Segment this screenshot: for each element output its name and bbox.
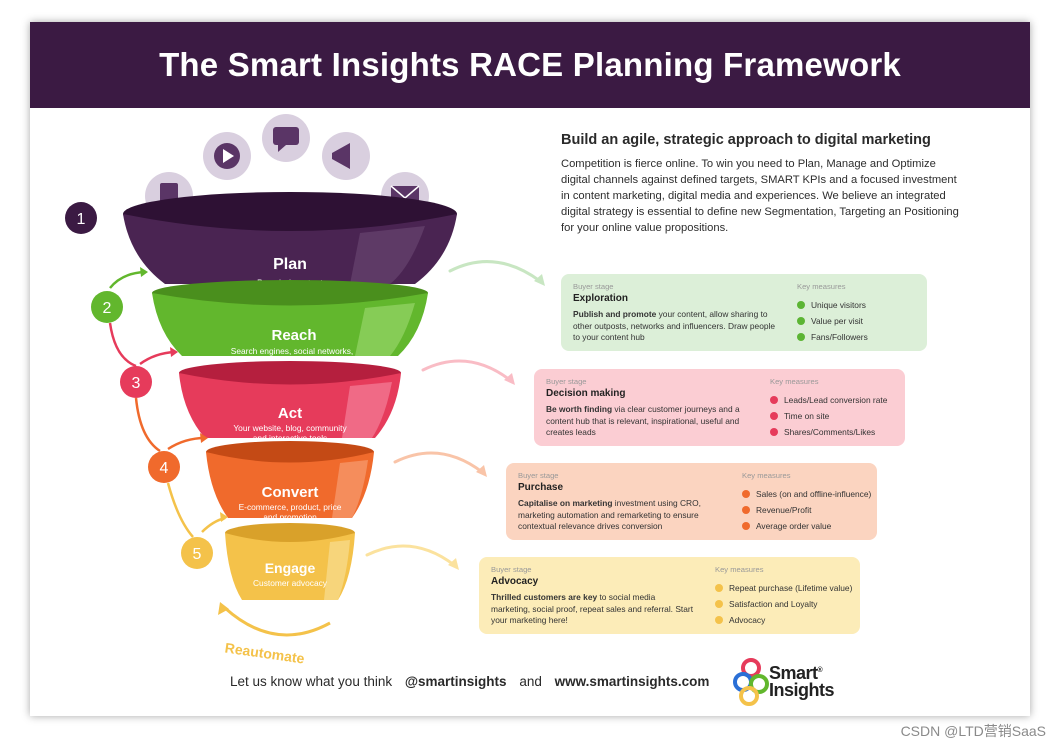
key-measures-list: Repeat purchase (Lifetime value) Satisfa… — [715, 580, 852, 628]
funnel-sub-act-2: and interactive tools — [253, 433, 328, 443]
stage-name: Decision making — [546, 388, 626, 399]
funnel-label-convert: Convert — [262, 484, 319, 501]
step-4-circle — [148, 451, 180, 483]
header-banner: The Smart Insights RACE Planning Framewo… — [30, 22, 1030, 108]
page-title: The Smart Insights RACE Planning Framewo… — [159, 46, 901, 83]
twitter-handle-link[interactable]: @smartinsights — [404, 674, 507, 689]
key-measures-list: Leads/Lead conversion rate Time on site … — [770, 392, 887, 440]
race-funnel-diagram: Plan Branded content Reach Search engine… — [65, 114, 545, 667]
measure-item: Shares/Comments/Likes — [770, 424, 887, 440]
funnel-label-act: Act — [278, 405, 302, 422]
stage-description: Be worth finding via clear customer jour… — [546, 404, 740, 437]
stage-description: Capitalise on marketing investment using… — [518, 498, 701, 531]
step-3-circle — [120, 366, 152, 398]
logo-wordmark: Smart®Insights — [769, 663, 835, 700]
measure-item: Revenue/Profit — [742, 502, 871, 518]
svg-text:5: 5 — [193, 546, 202, 563]
key-measures-label: Key measures — [715, 565, 764, 574]
bullet-dot — [715, 600, 723, 608]
stage-name: Purchase — [518, 482, 564, 493]
infographic-page: The Smart Insights RACE Planning Framewo… — [30, 22, 1030, 716]
bullet-dot — [715, 616, 723, 624]
funnel-layer-reach: Reach Search engines, social networks, p… — [152, 280, 428, 366]
funnel-sub-convert-1: E-commerce, product, price — [239, 502, 342, 512]
stage-description: Publish and promote your content, allow … — [573, 309, 776, 342]
step-arrows — [108, 267, 331, 637]
footer-cta: Let us know what you think @smartinsight… — [230, 674, 718, 689]
bullet-dot — [715, 584, 723, 592]
svg-text:2: 2 — [103, 300, 112, 317]
funnel-layer-engage: Engage Customer advocacy — [225, 523, 355, 600]
stage-description: Thrilled customers are key to social med… — [491, 592, 694, 625]
stage-card-advocacy: Buyer stage Advocacy Thrilled customers … — [479, 557, 860, 634]
measure-item: Advocacy — [715, 612, 852, 628]
bullet-dot — [742, 506, 750, 514]
stage-card-exploration: Buyer stage Exploration Publish and prom… — [561, 274, 927, 351]
measure-item: Value per visit — [797, 313, 868, 329]
bullet-dot — [770, 396, 778, 404]
smart-insights-logo: Smart®Insights — [733, 658, 843, 706]
step-2-circle — [91, 291, 123, 323]
key-measures-label: Key measures — [742, 471, 791, 480]
funnel-label-reach: Reach — [271, 327, 316, 344]
footer-and: and — [519, 674, 542, 689]
measure-item: Repeat purchase (Lifetime value) — [715, 580, 852, 596]
watermark: CSDN @LTD营销SaaS — [900, 723, 1046, 739]
measure-item: Unique visitors — [797, 297, 868, 313]
step-1-circle — [65, 202, 97, 234]
funnel-label-engage: Engage — [265, 560, 316, 576]
funnel-sub-act-1: Your website, blog, community — [233, 423, 347, 433]
bullet-dot — [797, 301, 805, 309]
logo-mark-icon — [733, 658, 769, 706]
key-measures-label: Key measures — [797, 282, 846, 291]
footer-prompt: Let us know what you think — [230, 674, 393, 689]
key-measures-list: Sales (on and offline-influence) Revenue… — [742, 486, 871, 534]
key-measures-list: Unique visitors Value per visit Fans/Fol… — [797, 297, 868, 345]
step-numbers: 1 2 3 4 5 — [65, 202, 213, 569]
stage-name: Exploration — [573, 293, 629, 304]
funnel-sub-engage: Customer advocacy — [253, 578, 328, 588]
buyer-stage-label: Buyer stage — [546, 377, 587, 386]
stage-card-purchase: Buyer stage Purchase Capitalise on marke… — [506, 463, 877, 540]
website-link[interactable]: www.smartinsights.com — [554, 674, 710, 689]
bullet-dot — [770, 412, 778, 420]
bullet-dot — [742, 522, 750, 530]
funnel-layer-act: Act Your website, blog, community and in… — [179, 361, 401, 443]
funnel-sub-reach-2: publishers and blogs — [254, 356, 331, 366]
svg-text:1: 1 — [77, 211, 86, 228]
card-connectors — [365, 260, 545, 570]
stage-card-decision-making: Buyer stage Decision making Be worth fin… — [534, 369, 905, 446]
buyer-stage-label: Buyer stage — [518, 471, 559, 480]
funnel-layer-plan: Plan Branded content — [123, 192, 457, 288]
intro-section: Build an agile, strategic approach to di… — [561, 132, 961, 236]
bullet-dot — [770, 428, 778, 436]
measure-item: Fans/Followers — [797, 329, 868, 345]
measure-item: Average order value — [742, 518, 871, 534]
funnel-sub-reach-1: Search engines, social networks, — [231, 346, 353, 356]
bullet-dot — [742, 490, 750, 498]
key-measures-label: Key measures — [770, 377, 819, 386]
intro-heading: Build an agile, strategic approach to di… — [561, 132, 931, 148]
funnel-label-plan: Plan — [273, 256, 307, 273]
reautomate-label: Reautomate — [224, 640, 306, 667]
buyer-stage-label: Buyer stage — [573, 282, 614, 291]
funnel-layer-convert: Convert E-commerce, product, price and p… — [206, 441, 374, 522]
bullet-dot — [797, 317, 805, 325]
buyer-stage-label: Buyer stage — [491, 565, 532, 574]
measure-item: Satisfaction and Loyalty — [715, 596, 852, 612]
funnel-sub-convert-2: and promotion — [263, 512, 317, 522]
intro-body: Competition is fierce online. To win you… — [561, 158, 959, 234]
step-5-circle — [181, 537, 213, 569]
svg-text:3: 3 — [132, 375, 141, 392]
bullet-dot — [797, 333, 805, 341]
measure-item: Leads/Lead conversion rate — [770, 392, 887, 408]
measure-item: Sales (on and offline-influence) — [742, 486, 871, 502]
svg-text:4: 4 — [160, 460, 169, 477]
stage-name: Advocacy — [491, 576, 539, 587]
measure-item: Time on site — [770, 408, 887, 424]
